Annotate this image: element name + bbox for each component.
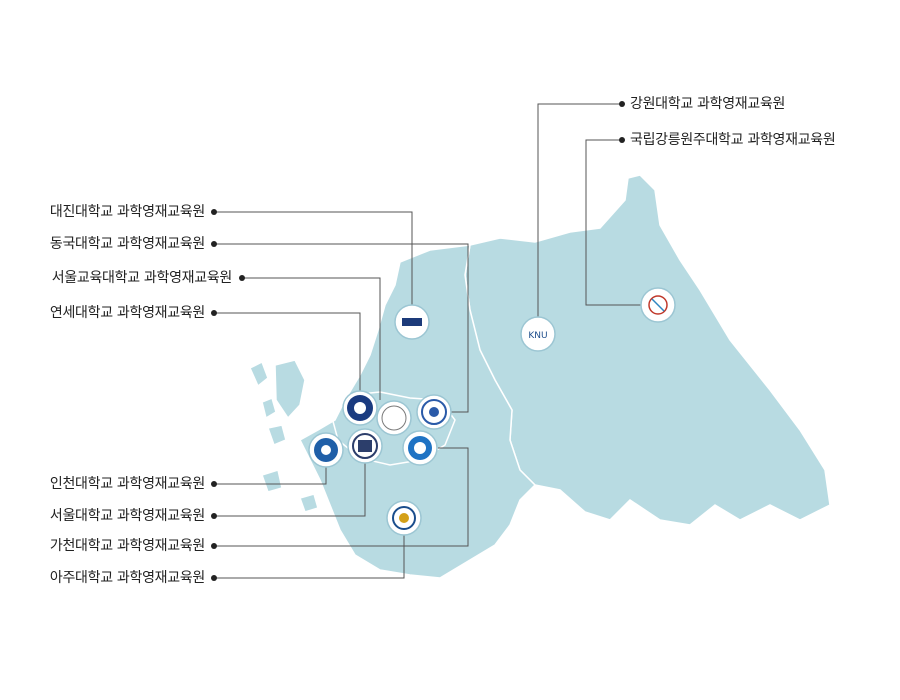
leader-dongguk [214, 243, 469, 413]
gangneung-seal-icon [640, 287, 676, 323]
island-6 [299, 493, 319, 513]
ajou-dot [211, 575, 217, 581]
island-2 [249, 360, 269, 388]
gangwon-logo-text: KNU [528, 331, 547, 341]
label-gangneung[interactable]: 국립강릉원주대학교 과학영재교육원 [630, 132, 836, 148]
leader-gangwon [537, 103, 620, 325]
incheon-dot [211, 481, 217, 487]
leader-snue [242, 277, 381, 400]
gangneung-dot [619, 137, 625, 143]
yonsei-dot [211, 310, 217, 316]
snue-dot [239, 275, 245, 281]
label-ajou[interactable]: 아주대학교 과학영재교육원 [49, 570, 205, 586]
leader-seoul [214, 462, 366, 517]
gachon-dot [211, 543, 217, 549]
island-3 [261, 396, 277, 420]
seoul-seal-icon [347, 428, 383, 464]
ajou-seal-icon [386, 500, 422, 536]
island-1 [274, 359, 306, 420]
label-incheon[interactable]: 인천대학교 과학영재교육원 [49, 476, 205, 492]
snue-seal-icon [376, 400, 412, 436]
yonsei-seal-icon [342, 390, 378, 426]
island-5 [261, 469, 283, 493]
leader-ajou [214, 535, 405, 579]
leader-gachon [214, 447, 469, 547]
daejin-seal-icon [394, 304, 430, 340]
label-gachon[interactable]: 가천대학교 과학영재교육원 [49, 538, 205, 554]
gachon-seal-icon [402, 430, 438, 466]
gangwon-dot [619, 101, 625, 107]
dongguk-seal-icon [416, 394, 452, 430]
leader-incheon [214, 462, 327, 485]
leader-yonsei [214, 312, 361, 395]
incheon-seal-icon [308, 432, 344, 468]
label-daejin[interactable]: 대진대학교 과학영재교육원 [49, 204, 205, 220]
daejin-dot [211, 209, 217, 215]
label-gangwon[interactable]: 강원대학교 과학영재교육원 [630, 96, 786, 112]
gangwon-seal-icon: KNU [520, 316, 556, 352]
seoul-dot [211, 513, 217, 519]
label-dongguk[interactable]: 동국대학교 과학영재교육원 [49, 236, 205, 252]
label-yonsei[interactable]: 연세대학교 과학영재교육원 [49, 305, 205, 321]
leader-daejin [214, 211, 413, 312]
label-snue[interactable]: 서울교육대학교 과학영재교육원 [51, 270, 233, 286]
leader-gangneung [585, 139, 643, 306]
island-4 [267, 424, 287, 446]
dongguk-dot [211, 241, 217, 247]
label-seoul[interactable]: 서울대학교 과학영재교육원 [49, 508, 205, 524]
